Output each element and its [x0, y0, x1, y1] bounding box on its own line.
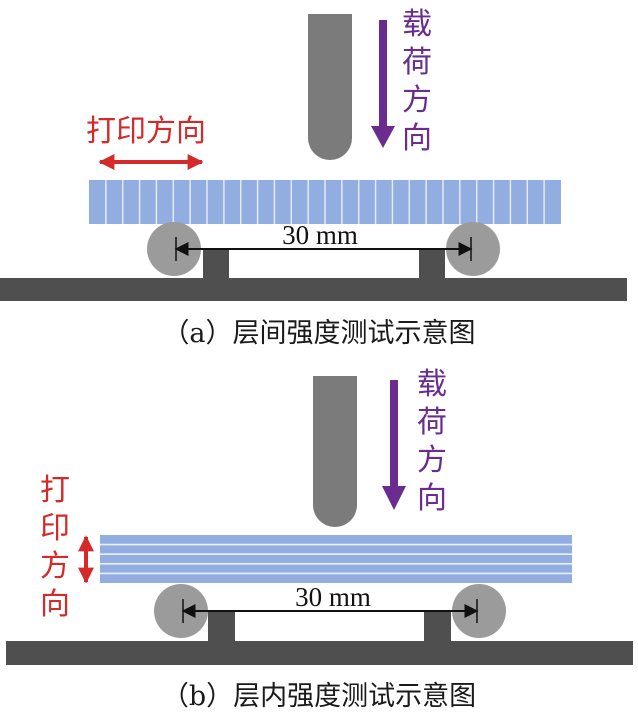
support-post-right-a	[419, 248, 445, 279]
specimen-a-layers	[105, 180, 545, 224]
print-label-b-char-1: 打	[40, 473, 70, 508]
span-label-b: 30 mm	[295, 582, 371, 612]
load-label-b-char-1: 载	[417, 367, 447, 402]
roller-left-b	[154, 584, 208, 638]
load-label-a-char-2: 荷	[402, 45, 432, 80]
print-label-b-char-3: 方	[40, 549, 70, 584]
caption-a: （a）层间强度测试示意图	[162, 318, 475, 349]
indenter-a	[308, 14, 352, 160]
support-post-left-a	[203, 248, 229, 279]
specimen-b-layers	[100, 543, 572, 575]
roller-right-b	[452, 584, 506, 638]
base-plate-a	[0, 278, 627, 301]
load-label-b-char-4: 向	[417, 481, 447, 516]
panel-b: 载 荷 方 向 打 印 方 向 30 mm （b）层内强度测试示意图	[6, 367, 633, 712]
base-plate-b	[6, 641, 633, 665]
roller-right-a	[446, 222, 500, 276]
specimen-b	[100, 535, 572, 583]
print-label-b-char-4: 向	[40, 587, 70, 622]
load-label-a-char-3: 方	[402, 83, 432, 118]
load-label-a-char-1: 载	[402, 7, 432, 42]
span-label-a: 30 mm	[282, 220, 358, 250]
load-label-b-char-3: 方	[417, 443, 447, 478]
load-arrow-b	[382, 380, 406, 510]
support-post-left-b	[208, 612, 235, 642]
roller-left-a	[147, 222, 201, 276]
print-label-b-char-2: 印	[40, 511, 70, 546]
caption-b: （b）层内强度测试示意图	[162, 681, 476, 712]
print-direction-label-a: 打印方向	[86, 114, 206, 149]
panel-a: 载 荷 方 向 打印方向 30 mm （a）层间强度测试示意图	[0, 7, 627, 349]
load-label-b-char-2: 荷	[417, 405, 447, 440]
support-post-right-b	[424, 612, 451, 642]
indenter-b	[313, 376, 357, 527]
load-label-a-char-4: 向	[402, 121, 432, 156]
load-arrow-a	[371, 20, 395, 148]
